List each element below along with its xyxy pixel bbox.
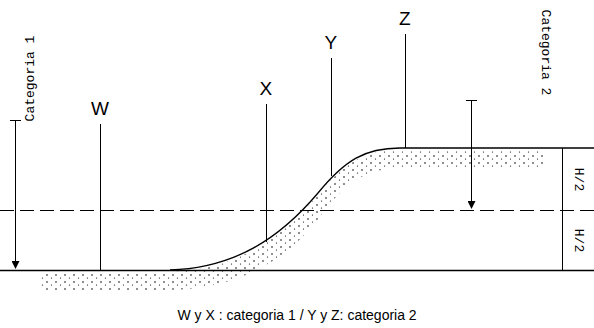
slope-surface bbox=[170, 148, 594, 270]
leader-line bbox=[266, 104, 267, 242]
category-tick bbox=[466, 100, 477, 101]
base-line bbox=[0, 270, 594, 271]
point-label: Z bbox=[399, 9, 411, 28]
dimension-label: H/2 bbox=[572, 226, 585, 253]
leader-line bbox=[331, 58, 332, 176]
caption: W y X : categoria 1 / Y y Z: categoria 2 bbox=[178, 308, 417, 322]
category-tick bbox=[10, 120, 21, 121]
category-label: Categoria 2 bbox=[539, 7, 552, 97]
leader-line bbox=[405, 34, 406, 148]
dimension-label: H/2 bbox=[572, 165, 585, 192]
mid-line bbox=[0, 210, 594, 211]
point-label: W bbox=[91, 99, 109, 118]
category-line bbox=[15, 120, 16, 268]
category-line bbox=[471, 100, 472, 208]
point-label: X bbox=[260, 79, 273, 98]
category-label: Categoria 1 bbox=[24, 33, 37, 123]
dimension-line bbox=[562, 148, 563, 270]
leader-line bbox=[100, 124, 101, 270]
point-label: Y bbox=[325, 33, 338, 52]
